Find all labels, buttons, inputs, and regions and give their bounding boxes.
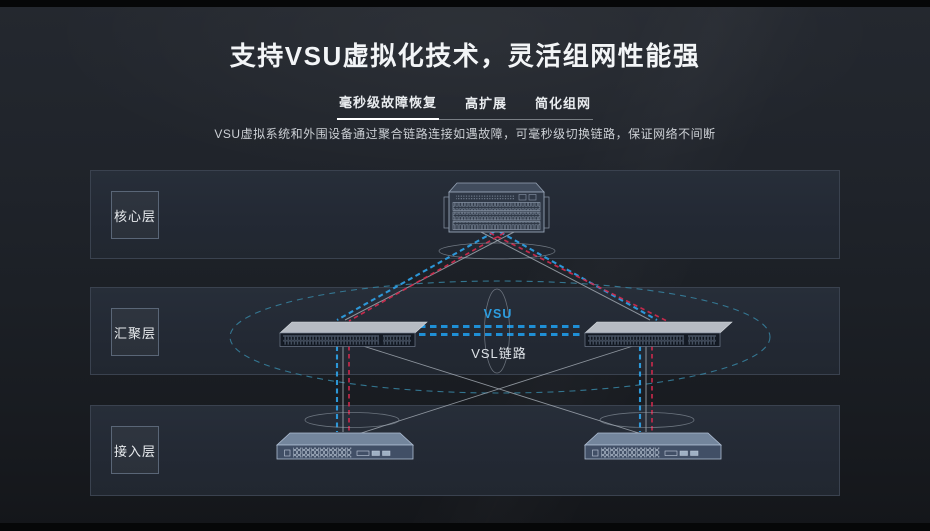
layer-label-aggregation: 汇聚层	[111, 308, 159, 356]
layer-label-access: 接入层	[111, 426, 159, 474]
vsl-link-label: VSL链路	[471, 346, 527, 361]
tab-simplified-networking[interactable]: 简化组网	[535, 95, 592, 111]
layer-band-core: 核心层	[90, 170, 840, 259]
layer-band-access: 接入层	[90, 405, 840, 496]
page-title: 支持VSU虚拟化技术，灵活组网性能强	[229, 41, 701, 71]
tab-high-scalability[interactable]: 高扩展	[464, 95, 508, 111]
bottom-letterbox	[0, 523, 930, 531]
vsu-label: VSU	[483, 307, 513, 321]
top-letterbox	[0, 0, 930, 7]
feature-tabs: 毫秒级故障恢复 高扩展 简化组网	[336, 92, 594, 120]
feature-description: VSU虚拟系统和外围设备通过聚合链路连接如遇故障，可毫秒级切换链路，保证网络不间…	[214, 127, 716, 141]
tab-millisecond-failover[interactable]: 毫秒级故障恢复	[336, 92, 439, 120]
layer-label-core: 核心层	[111, 191, 159, 239]
